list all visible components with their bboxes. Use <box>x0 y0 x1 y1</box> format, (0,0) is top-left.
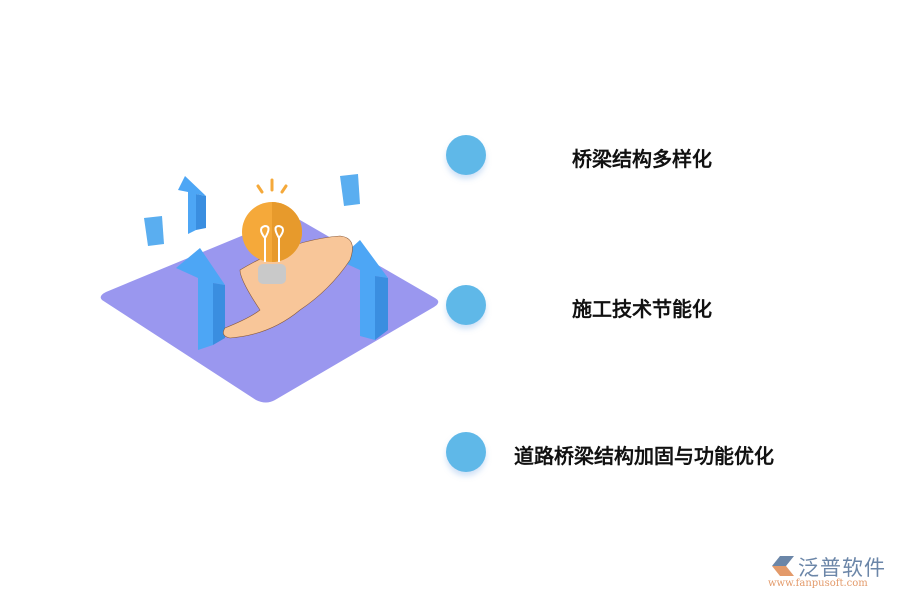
illustration <box>90 160 450 420</box>
list-item: 桥梁结构多样化 <box>446 133 866 177</box>
item-label: 施工技术节能化 <box>572 297 712 321</box>
item-label: 道路桥梁结构加固与功能优化 <box>514 444 774 468</box>
hand <box>223 235 353 339</box>
bullet-dot <box>446 285 486 325</box>
logo-url: www.fanpusoft.com <box>768 578 868 589</box>
logo-title: 泛普软件 <box>798 556 886 580</box>
list-item: 施工技术节能化 <box>446 283 866 327</box>
document-icon <box>144 174 360 246</box>
arrow-up-icon <box>338 240 388 340</box>
brand-logo: 泛普软件 www.fanpusoft.com <box>768 550 898 595</box>
bullet-dot <box>446 432 486 472</box>
logo-icon <box>772 556 794 576</box>
list-item: 道路桥梁结构加固与功能优化 <box>446 430 866 474</box>
bullet-dot <box>446 135 486 175</box>
item-label: 桥梁结构多样化 <box>572 147 712 171</box>
innovation-illustration <box>100 174 439 403</box>
arrow-up-icon <box>176 248 225 350</box>
lightbulb-icon <box>242 178 302 284</box>
arrow-up-icon <box>178 176 206 234</box>
